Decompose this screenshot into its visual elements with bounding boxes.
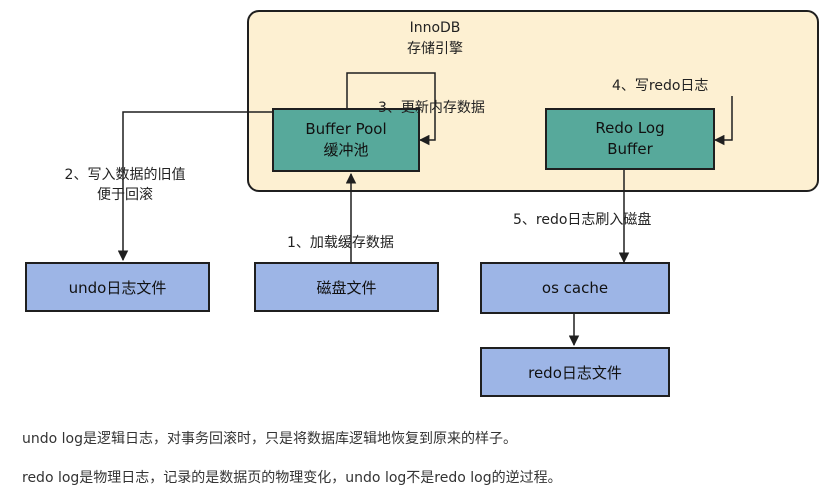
caption-redo-log: redo log是物理日志，记录的是数据页的物理变化，undo log不是red… <box>22 470 562 486</box>
redo-log-buffer-sublabel: Buffer <box>607 140 653 158</box>
label-step-1: 1、加载缓存数据 <box>287 235 394 251</box>
buffer-pool-label: Buffer Pool <box>305 120 387 138</box>
os-cache-box: os cache <box>480 262 670 314</box>
label-step-4: 4、写redo日志 <box>612 78 709 94</box>
diagram: InnoDB 存储引擎 Buffer Pool 缓冲池 Redo Log <box>25 10 819 397</box>
engine-title: InnoDB <box>409 20 461 36</box>
arrow-write-redo <box>713 96 733 146</box>
engine-subtitle: 存储引擎 <box>407 41 463 57</box>
redo-log-buffer-box: Redo Log Buffer <box>545 108 715 170</box>
arrow-write-undo <box>117 111 272 262</box>
buffer-pool-box: Buffer Pool 缓冲池 <box>272 108 420 172</box>
caption-undo-log: undo log是逻辑日志，对事务回滚时，只是将数据库逻辑地恢复到原来的样子。 <box>22 431 517 447</box>
label-step-2-sub: 便于回滚 <box>97 187 153 203</box>
label-step-5: 5、redo日志刷入磁盘 <box>513 212 652 228</box>
redo-log-buffer-label: Redo Log <box>595 119 665 137</box>
undo-file-box: undo日志文件 <box>25 262 210 312</box>
buffer-pool-sublabel: 缓冲池 <box>323 141 369 159</box>
label-step-2: 2、写入数据的旧值 <box>64 167 186 183</box>
arrow-update-memory <box>346 72 436 146</box>
disk-file-box: 磁盘文件 <box>254 262 439 312</box>
connector-arrows <box>117 72 733 347</box>
redo-file-box: redo日志文件 <box>480 347 670 397</box>
label-step-3: 3、更新内存数据 <box>378 100 485 116</box>
